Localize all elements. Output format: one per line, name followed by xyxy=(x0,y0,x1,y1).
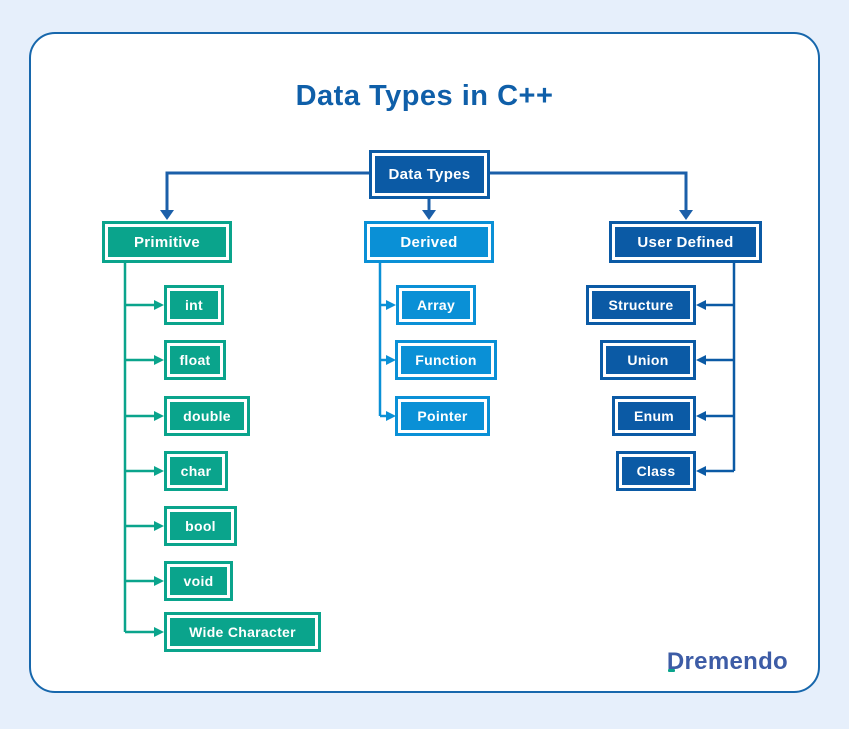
node-structure: Structure xyxy=(586,285,696,325)
connector-root-to-primitive xyxy=(165,171,369,210)
brand-logo: Dremendo xyxy=(667,648,788,676)
user-defined-connectors xyxy=(696,263,736,476)
node-double: double xyxy=(164,396,250,436)
arrow-down-user-defined-icon xyxy=(679,210,693,220)
node-bool-label: bool xyxy=(185,518,216,534)
node-derived: Derived xyxy=(364,221,494,263)
node-function-label: Function xyxy=(415,352,477,368)
arrow-right-float-icon xyxy=(154,355,164,365)
node-int-label: int xyxy=(184,297,203,313)
node-double-label: double xyxy=(183,408,231,424)
arrow-right-wide-character-icon xyxy=(154,627,164,637)
node-function: Function xyxy=(395,340,497,380)
logo-accent-mark-icon xyxy=(667,669,675,672)
node-class-label: Class xyxy=(636,463,676,479)
node-void-label: void xyxy=(183,573,214,589)
arrow-left-class-icon xyxy=(696,466,706,476)
node-class: Class xyxy=(616,451,696,491)
node-enum: Enum xyxy=(612,396,696,436)
connector-root-to-user-defined xyxy=(490,171,688,210)
arrow-right-int-icon xyxy=(154,300,164,310)
arrow-right-array-icon xyxy=(386,300,396,310)
node-wide-character-label: Wide Character xyxy=(189,624,296,640)
node-user-defined: User Defined xyxy=(609,221,762,263)
node-user-defined-label: User Defined xyxy=(637,233,734,251)
node-union-label: Union xyxy=(627,352,669,368)
arrow-left-enum-icon xyxy=(696,411,706,421)
arrow-left-union-icon xyxy=(696,355,706,365)
node-derived-label: Derived xyxy=(400,233,458,251)
node-char: char xyxy=(164,451,228,491)
arrow-left-structure-icon xyxy=(696,300,706,310)
node-enum-label: Enum xyxy=(633,408,675,424)
node-char-label: char xyxy=(180,463,212,479)
node-float-label: float xyxy=(179,352,211,368)
node-primitive: Primitive xyxy=(102,221,232,263)
arrow-down-primitive-icon xyxy=(160,210,174,220)
arrow-right-double-icon xyxy=(154,411,164,421)
arrow-right-char-icon xyxy=(154,466,164,476)
diagram-card: Data Types in C++ xyxy=(29,32,820,693)
node-wide-character: Wide Character xyxy=(164,612,321,652)
node-union: Union xyxy=(600,340,696,380)
node-pointer: Pointer xyxy=(395,396,490,436)
node-pointer-label: Pointer xyxy=(417,408,468,424)
brand-logo-text: Dremendo xyxy=(666,648,788,675)
node-array-label: Array xyxy=(416,297,456,313)
node-void: void xyxy=(164,561,233,601)
node-primitive-label: Primitive xyxy=(133,233,201,251)
node-data-types-label: Data Types xyxy=(388,166,471,183)
node-float: float xyxy=(164,340,226,380)
arrow-down-derived-icon xyxy=(422,210,436,220)
node-structure-label: Structure xyxy=(608,297,674,313)
primitive-connectors xyxy=(123,263,164,637)
arrow-right-bool-icon xyxy=(154,521,164,531)
node-int: int xyxy=(164,285,224,325)
node-data-types: Data Types xyxy=(369,150,490,199)
page-title: Data Types in C++ xyxy=(295,80,554,112)
derived-connectors xyxy=(378,263,396,421)
node-array: Array xyxy=(396,285,476,325)
arrow-right-void-icon xyxy=(154,576,164,586)
node-bool: bool xyxy=(164,506,237,546)
